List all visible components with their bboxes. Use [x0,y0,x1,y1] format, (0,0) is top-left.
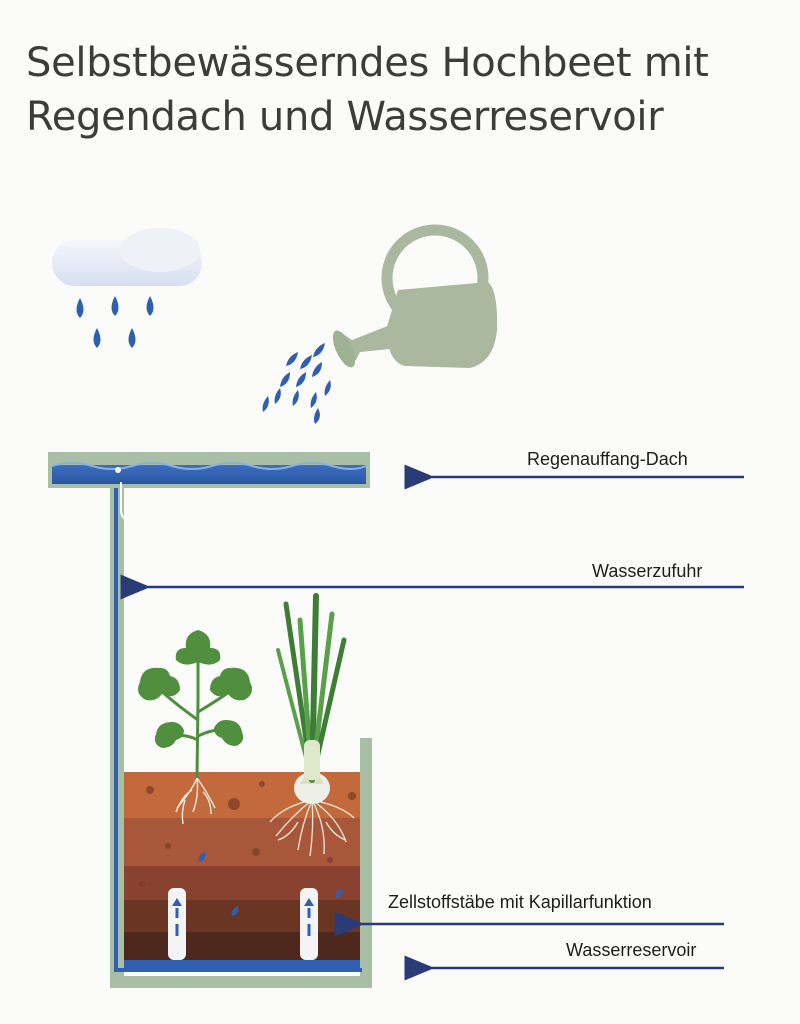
watering-can-icon [262,224,498,424]
raindrops [76,296,154,348]
label-rain-roof: Regenauffang-Dach [527,449,688,469]
spring-onion-icon [269,593,355,857]
water-spray [262,343,331,424]
capillary-wicks [168,888,318,960]
page-title: Selbstbewässerndes Hochbeet mit Regendac… [26,36,786,144]
label-water-reservoir: Wasserreservoir [566,940,697,960]
label-capillary-wicks: Zellstoffstäbe mit Kapillarfunktion [388,892,652,912]
title-line-1: Selbstbewässerndes Hochbeet mit [26,40,709,86]
soil-layers [124,772,360,970]
pointer-arrows [120,464,744,981]
label-water-supply: Wasserzufuhr [592,561,703,581]
title-line-2: Regendach und Wasserreservoir [26,94,664,140]
parsley-plant-icon [138,630,252,825]
rain-collection-roof [48,452,370,488]
rain-cloud-icon [52,228,202,348]
